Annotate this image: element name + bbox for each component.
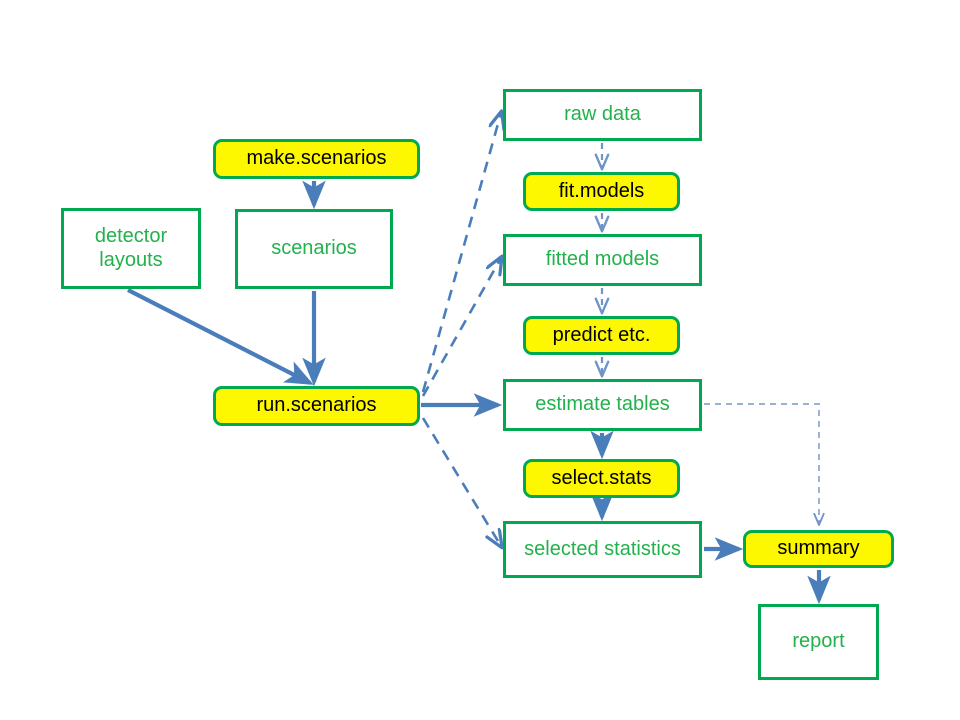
node-raw_data[interactable]: raw data xyxy=(503,89,702,141)
node-label-summary: summary xyxy=(777,537,860,560)
node-label-make_scenarios: make.scenarios xyxy=(246,147,387,170)
node-label-predict_etc: predict etc. xyxy=(552,323,651,346)
node-label-scenarios: scenarios xyxy=(271,237,357,260)
node-label-raw_data: raw data xyxy=(564,103,641,126)
node-fit_models[interactable]: fit.models xyxy=(523,172,680,211)
node-report[interactable]: report xyxy=(758,604,879,680)
node-summary[interactable]: summary xyxy=(743,530,894,568)
node-estimate_tables[interactable]: estimate tables xyxy=(503,379,702,431)
node-label-run_scenarios: run.scenarios xyxy=(256,394,377,417)
node-make_scenarios[interactable]: make.scenarios xyxy=(213,139,420,179)
edge-run-scenarios-to-fitted-models xyxy=(421,258,501,397)
node-fitted_models[interactable]: fitted models xyxy=(503,234,702,286)
node-label-select_stats: select.stats xyxy=(551,466,652,489)
edge-estimate-tables-to-summary xyxy=(704,403,825,526)
node-predict_etc[interactable]: predict etc. xyxy=(523,316,680,355)
node-scenarios[interactable]: scenarios xyxy=(235,209,393,289)
node-label-fit_models: fit.models xyxy=(558,179,645,202)
node-label-report: report xyxy=(792,630,845,653)
edge-detector-layouts-to-run-scenarios xyxy=(127,288,314,385)
node-label-estimate_tables: estimate tables xyxy=(535,393,670,416)
node-select_stats[interactable]: select.stats xyxy=(523,459,680,498)
edge-run-scenarios-to-raw-data xyxy=(421,113,501,393)
node-run_scenarios[interactable]: run.scenarios xyxy=(213,386,420,426)
node-selected_statistics[interactable]: selected statistics xyxy=(503,521,702,578)
node-label-fitted_models: fitted models xyxy=(545,248,660,271)
node-label-selected_statistics: selected statistics xyxy=(524,537,681,560)
edge-run-scenarios-to-selected-statistics xyxy=(421,417,501,546)
